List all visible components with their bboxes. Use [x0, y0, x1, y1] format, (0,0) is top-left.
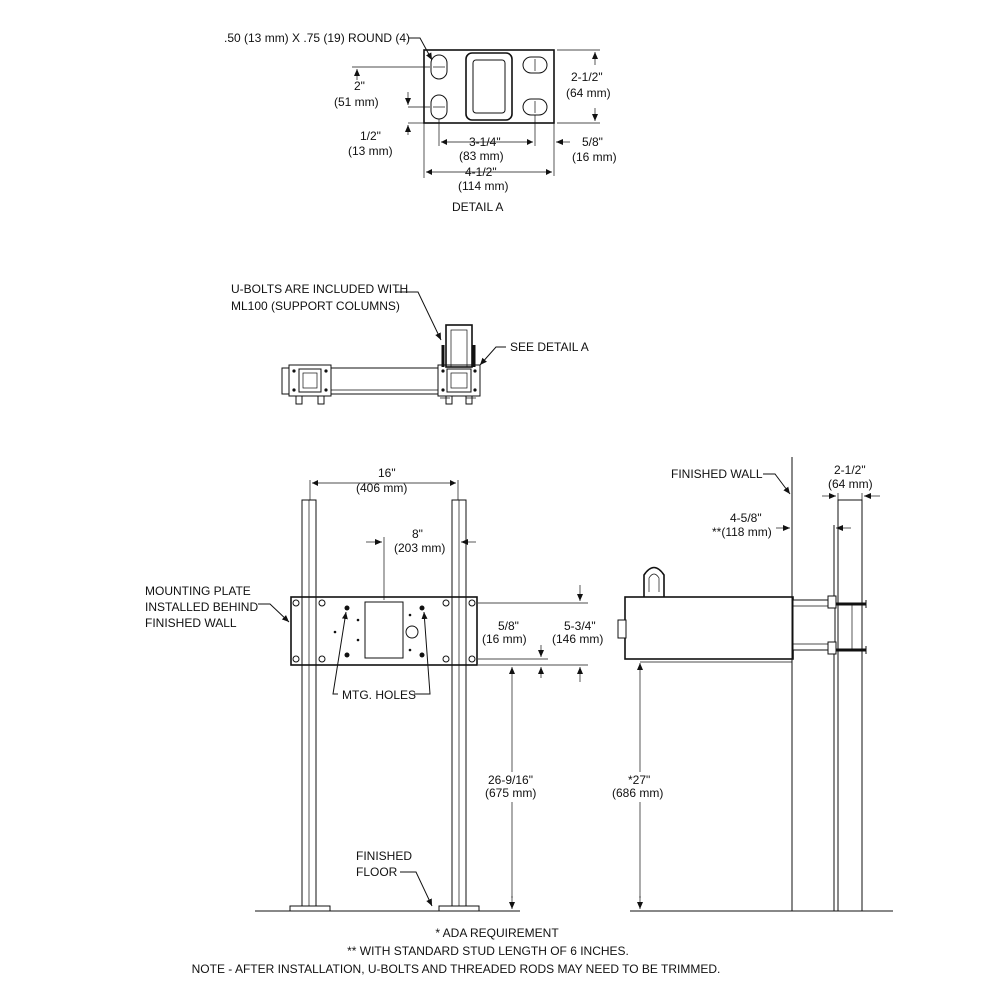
- front-dim-26-in: 26-9/16": [488, 773, 533, 787]
- mounting-plate: [290, 596, 478, 666]
- detail-a-center-mm: (83 mm): [459, 149, 504, 163]
- detail-a-height-in: 2-1/2": [571, 70, 603, 84]
- detail-a-center-in: 3-1/4": [469, 135, 501, 149]
- detail-a-slot-holes: [430, 54, 548, 120]
- drinking-fountain: [617, 566, 867, 663]
- side-dim-212-in: 2-1/2": [834, 463, 866, 477]
- ubolt-note-line2: ML100 (SUPPORT COLUMNS): [231, 299, 400, 313]
- floor-label-line2: FLOOR: [356, 865, 398, 879]
- front-dim-58-in: 5/8": [498, 619, 519, 633]
- detail-a-half-in: 1/2": [360, 129, 381, 143]
- top-view: U-BOLTS ARE INCLUDED WITH ML100 (SUPPORT…: [231, 282, 589, 405]
- note-ada: * ADA REQUIREMENT: [435, 926, 559, 940]
- floor-label-line1: FINISHED: [356, 849, 412, 863]
- side-dim-458-mm: **(118 mm): [712, 525, 772, 539]
- plate-label-line1: MOUNTING PLATE: [145, 584, 251, 598]
- detail-a-width-mm: (114 mm): [458, 179, 508, 193]
- detail-a-2in: 2": [354, 79, 365, 93]
- right-column-bracket: [437, 324, 481, 405]
- front-dim-534-in: 5-3/4": [564, 619, 596, 633]
- mtg-holes-label: MTG. HOLES: [342, 688, 416, 702]
- side-dim-212-mm: (64 mm): [828, 477, 873, 491]
- ubolt-note-line1: U-BOLTS ARE INCLUDED WITH: [231, 282, 408, 296]
- side-dim-27-in: *27": [628, 773, 650, 787]
- detail-a: .50 (13 mm) X .75 (19) ROUND (4) 2-1/2" …: [224, 31, 617, 214]
- detail-a-plate: [423, 49, 555, 124]
- note-stud-length: ** WITH STANDARD STUD LENGTH OF 6 INCHES…: [347, 944, 629, 958]
- side-dim-27-mm: (686 mm): [612, 786, 663, 800]
- detail-a-center-opening: [465, 52, 513, 121]
- front-dim-8-in: 8": [412, 527, 423, 541]
- detail-a-caption: DETAIL A: [452, 200, 503, 214]
- front-dim-16-in: 16": [378, 466, 396, 480]
- detail-a-slot-label: .50 (13 mm) X .75 (19) ROUND (4): [224, 31, 410, 45]
- front-dim-8-mm: (203 mm): [394, 541, 445, 555]
- side-dim-458-in: 4-5/8": [730, 511, 762, 525]
- front-dim-16-mm: (406 mm): [356, 481, 407, 495]
- left-column: [289, 499, 331, 912]
- detail-a-edge-in: 5/8": [582, 135, 603, 149]
- plate-label-line2: INSTALLED BEHIND: [145, 600, 258, 614]
- right-column: [438, 499, 480, 912]
- see-detail-a: SEE DETAIL A: [510, 340, 589, 354]
- front-dim-26-mm: (675 mm): [485, 786, 536, 800]
- footnotes: * ADA REQUIREMENT ** WITH STANDARD STUD …: [192, 926, 721, 976]
- u-bolt: [445, 324, 473, 368]
- detail-a-half-mm: (13 mm): [348, 144, 393, 158]
- side-support-column: [833, 499, 863, 912]
- left-column-bracket: [288, 364, 332, 405]
- detail-a-height-mm: (64 mm): [566, 86, 611, 100]
- detail-a-2mm: (51 mm): [334, 95, 379, 109]
- side-view: FINISHED WALL 2-1/2" (64 mm) 4-5/8" **(1…: [612, 457, 893, 912]
- detail-a-edge-mm: (16 mm): [572, 150, 617, 164]
- front-view: 16" (406 mm) 8" (203 mm) MOUNTING PLATE …: [145, 466, 603, 912]
- front-dim-58-mm: (16 mm): [482, 632, 527, 646]
- finished-wall-label: FINISHED WALL: [671, 467, 763, 481]
- front-dim-534-mm: (146 mm): [552, 632, 603, 646]
- detail-a-width-in: 4-1/2": [465, 165, 497, 179]
- note-trim: NOTE - AFTER INSTALLATION, U-BOLTS AND T…: [192, 962, 721, 976]
- plate-label-line3: FINISHED WALL: [145, 616, 237, 630]
